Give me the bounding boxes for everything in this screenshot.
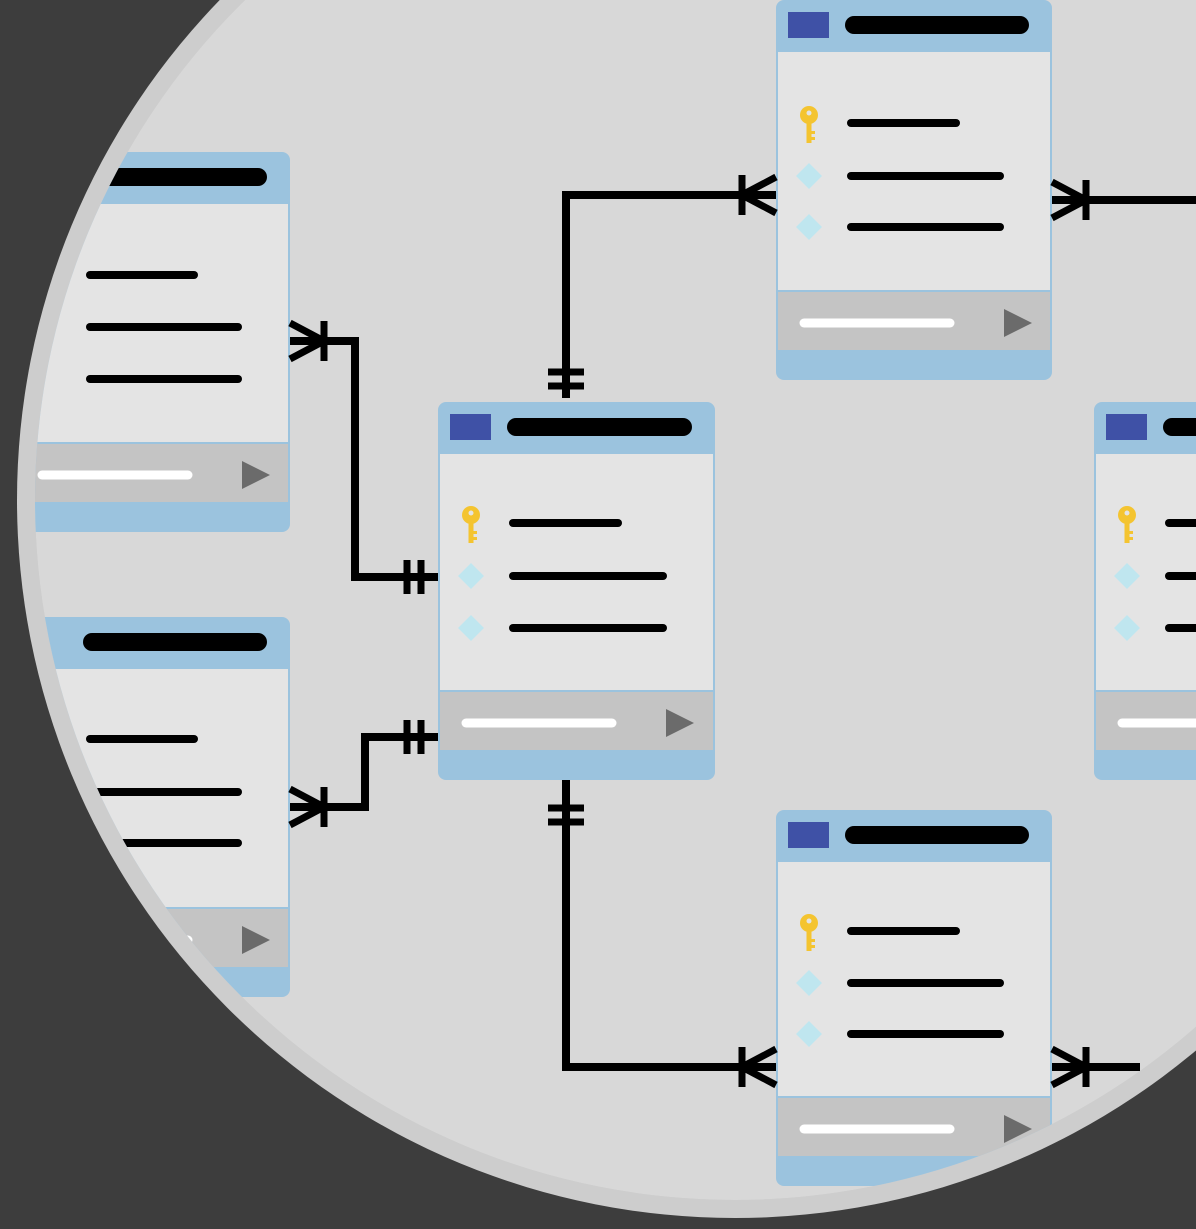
key-icon xyxy=(1118,506,1136,543)
diamond-icon xyxy=(1114,563,1140,589)
diamond-icon xyxy=(796,970,822,996)
diamond-icon xyxy=(796,1021,822,1047)
table-header-badge xyxy=(450,414,491,440)
entity-left-top xyxy=(35,152,290,532)
connector-center-bottom xyxy=(562,780,776,1071)
crows-foot-marker xyxy=(738,1045,778,1089)
key-icon xyxy=(800,106,818,143)
table-body xyxy=(778,52,1050,290)
crows-foot-marker xyxy=(288,785,328,829)
table-header-badge xyxy=(788,822,829,848)
play-icon xyxy=(242,461,270,489)
relationship-markers xyxy=(288,173,1090,1089)
diamond-icon xyxy=(796,163,822,189)
crows-foot-marker xyxy=(288,319,328,363)
entity-top xyxy=(776,0,1052,380)
key-icon xyxy=(462,506,480,543)
entity-right xyxy=(1094,402,1196,780)
diamond-icon xyxy=(1114,615,1140,641)
play-icon xyxy=(1004,309,1032,337)
crows-foot-marker xyxy=(1050,178,1090,222)
diagram-canvas xyxy=(35,0,1196,1200)
table-header-badge xyxy=(788,12,829,38)
connector-center-top xyxy=(562,191,776,398)
diamond-icon xyxy=(458,615,484,641)
play-icon xyxy=(666,709,694,737)
diamond-icon xyxy=(796,214,822,240)
play-icon xyxy=(1004,1115,1032,1143)
play-icon xyxy=(242,926,270,954)
diamond-icon xyxy=(458,563,484,589)
crows-foot-marker xyxy=(738,173,778,217)
entity-bottom xyxy=(776,810,1052,1186)
key-icon xyxy=(800,914,818,951)
table-header-badge xyxy=(1106,414,1147,440)
entity-center xyxy=(438,402,715,780)
crows-foot-marker xyxy=(1050,1045,1090,1089)
